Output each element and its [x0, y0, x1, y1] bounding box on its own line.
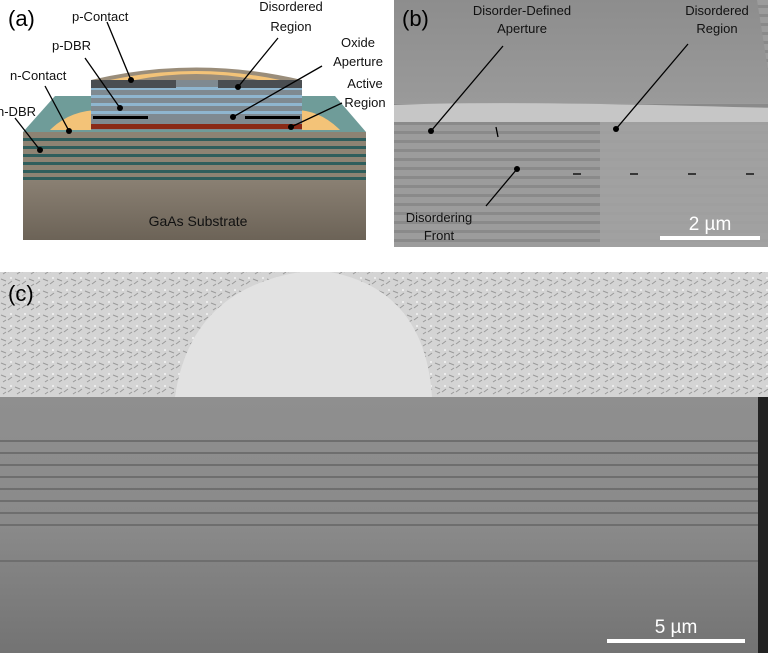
panel-b-mesa-top [394, 0, 768, 103]
gaas-substrate [23, 180, 366, 240]
panel-b-sem-closeup: (b) Disorder-Defined Aperture Disordered… [394, 0, 768, 247]
p-dbr-layers [91, 87, 302, 114]
panel-c-scale-label: 5 µm [655, 617, 698, 638]
panel-c-dbr-stripes [0, 440, 768, 562]
p-dbr-label: p-DBR [52, 38, 91, 53]
panel-c-mesa-dome [175, 272, 432, 397]
front-label-2: Front [424, 228, 455, 243]
aperture-label-1: Disorder-Defined [473, 3, 571, 18]
p-contact-ring [110, 71, 280, 80]
disordered-region-b-label-1: Disordered [685, 3, 749, 18]
panel-c-sem-crosssection: (c) 5 µm [0, 272, 768, 653]
panel-c-letter: (c) [8, 281, 34, 306]
front-label-1: Disordering [406, 210, 472, 225]
panel-b-letter: (b) [402, 6, 429, 31]
disordered-region-label-1: Disordered [259, 0, 323, 14]
n-contact-label: n-Contact [10, 68, 67, 83]
aperture-label-2: Aperture [497, 21, 547, 36]
disordered-region-b-label-2: Region [696, 21, 737, 36]
panel-c-edge [758, 397, 768, 653]
disordered-region-right [218, 80, 302, 88]
n-contact-left [50, 110, 100, 130]
substrate-label: GaAs Substrate [149, 213, 248, 229]
oxide-layer-left [93, 116, 148, 119]
oxide-layer-right [245, 116, 300, 119]
panel-b-interface-band [394, 103, 768, 122]
panel-a-device-schematic: (a) p-Contact Disordered Region p-DBR Ox… [0, 0, 386, 240]
panel-c-scale-bar [607, 639, 745, 643]
disordered-region-label-2: Region [270, 19, 311, 34]
panel-a-leader-dots [37, 77, 294, 153]
disordered-region-left [91, 80, 176, 88]
n-dbr-layers [23, 138, 366, 180]
panel-b-scale-bar [660, 236, 760, 240]
oxide-aperture-label-1: Oxide [341, 35, 375, 50]
active-region [91, 124, 302, 129]
panel-b-scale-label: 2 µm [689, 214, 732, 235]
panel-b-leader-lines [430, 43, 754, 207]
n-contact-right [295, 110, 340, 130]
panel-b-disordered-area [600, 122, 768, 247]
oxide-aperture-label-2: Aperture [333, 54, 383, 69]
active-region-label-1: Active [347, 76, 382, 91]
panel-a-leader-lines [14, 21, 343, 151]
panel-a-letter: (a) [8, 6, 35, 31]
p-contact-label: p-Contact [72, 9, 129, 24]
panel-b-leader-dots [428, 126, 619, 172]
n-dbr-label: n-DBR [0, 104, 36, 119]
active-region-label-2: Region [344, 95, 385, 110]
